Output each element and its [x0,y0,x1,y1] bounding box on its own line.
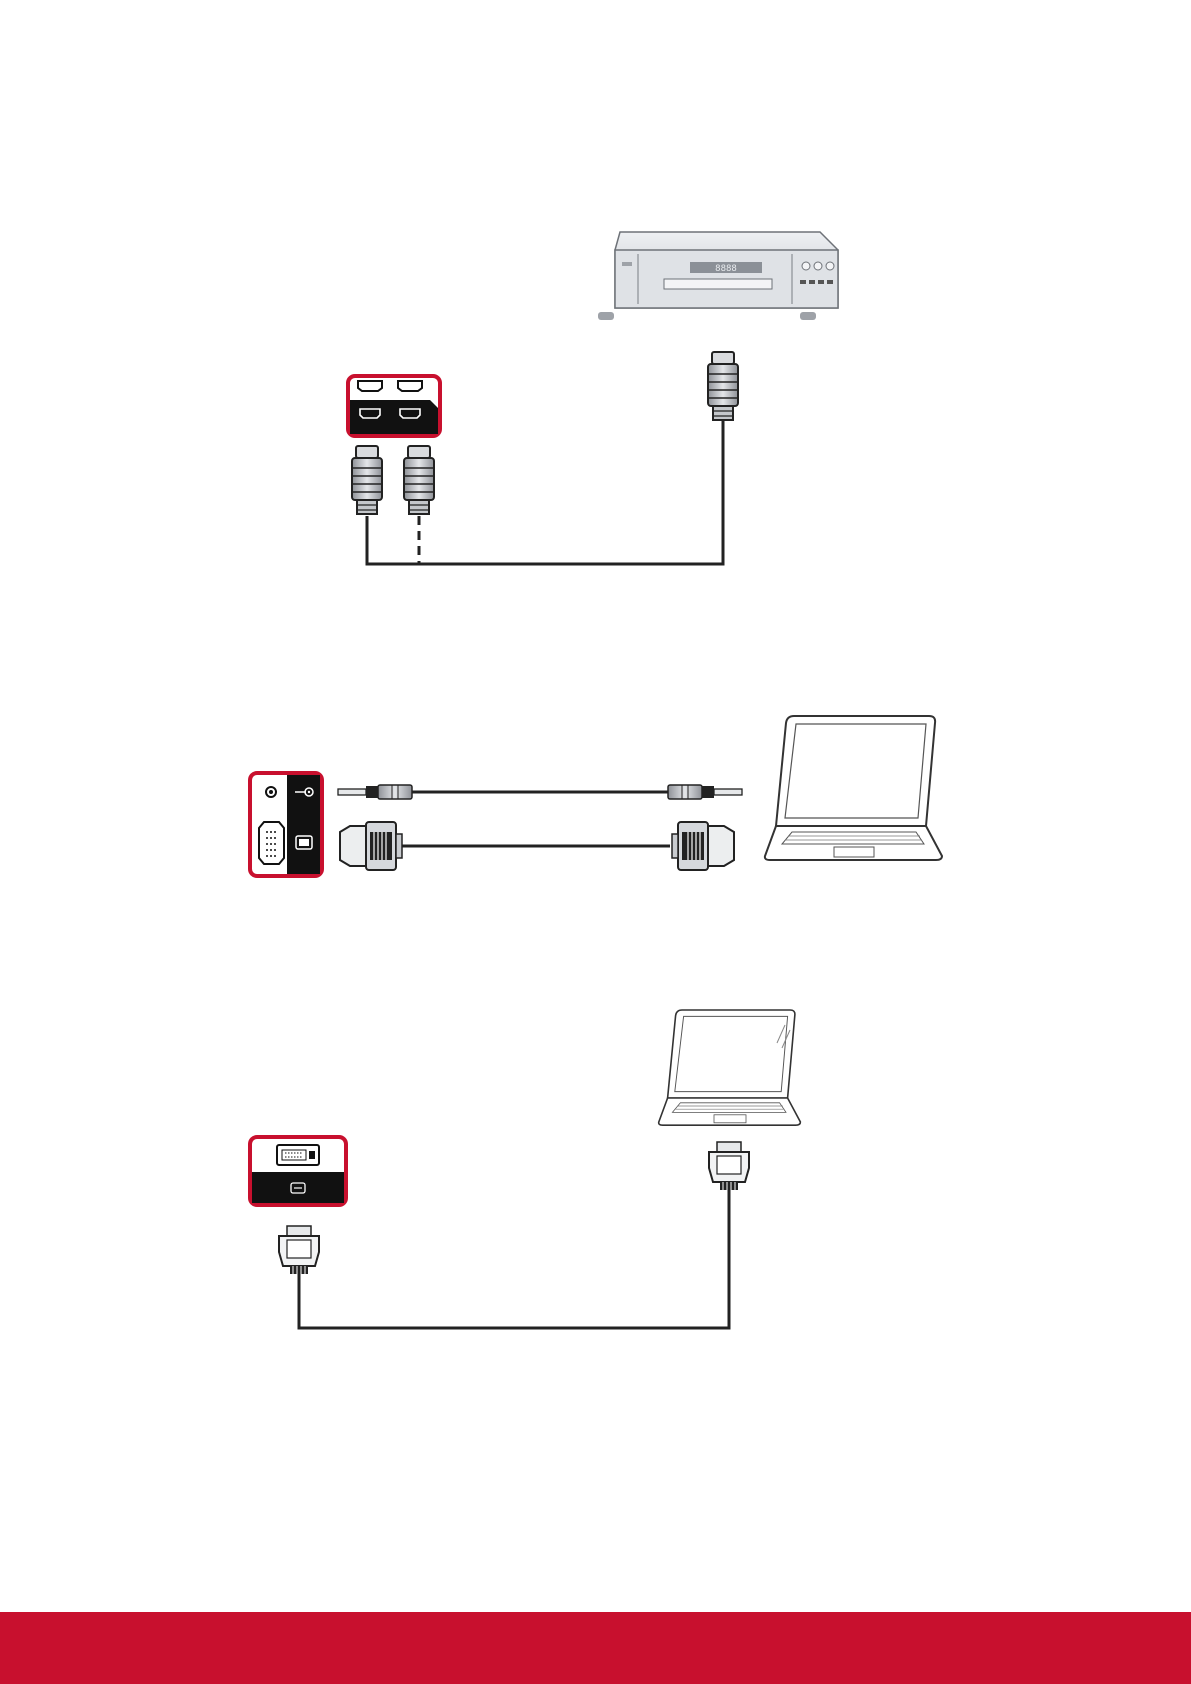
audio-in-jack[interactable] [266,787,276,797]
laptop-icon [765,716,942,860]
dvi-plug-source [709,1142,749,1190]
hdmi-port-icon [358,381,382,391]
audio-cable-3-5mm [338,785,742,799]
hdmi-plug-panel-2 [404,446,434,514]
hdmi-connection-diagram: 8888 [348,232,838,564]
dvi-connection-diagram [250,1010,800,1328]
hdmi-port-panel [348,376,440,436]
hdmi-plug-source [708,352,738,420]
vga-cable [340,822,734,870]
hdmi-plug-panel-1 [352,446,382,514]
vga-port[interactable] [259,822,284,864]
vga-audio-connection-diagram [250,716,942,876]
dvd-player-icon: 8888 [598,232,838,320]
dvi-cable [299,1188,729,1328]
dvi-port[interactable] [277,1145,319,1165]
dvd-display-text: 8888 [715,264,737,274]
vga-audio-port-panel [250,773,322,876]
dvi-plug-panel [279,1226,319,1274]
dvi-port-panel [250,1137,346,1205]
footer-bar [0,1612,1191,1684]
hdmi-port-icon [398,381,422,391]
laptop-icon [659,1010,801,1125]
